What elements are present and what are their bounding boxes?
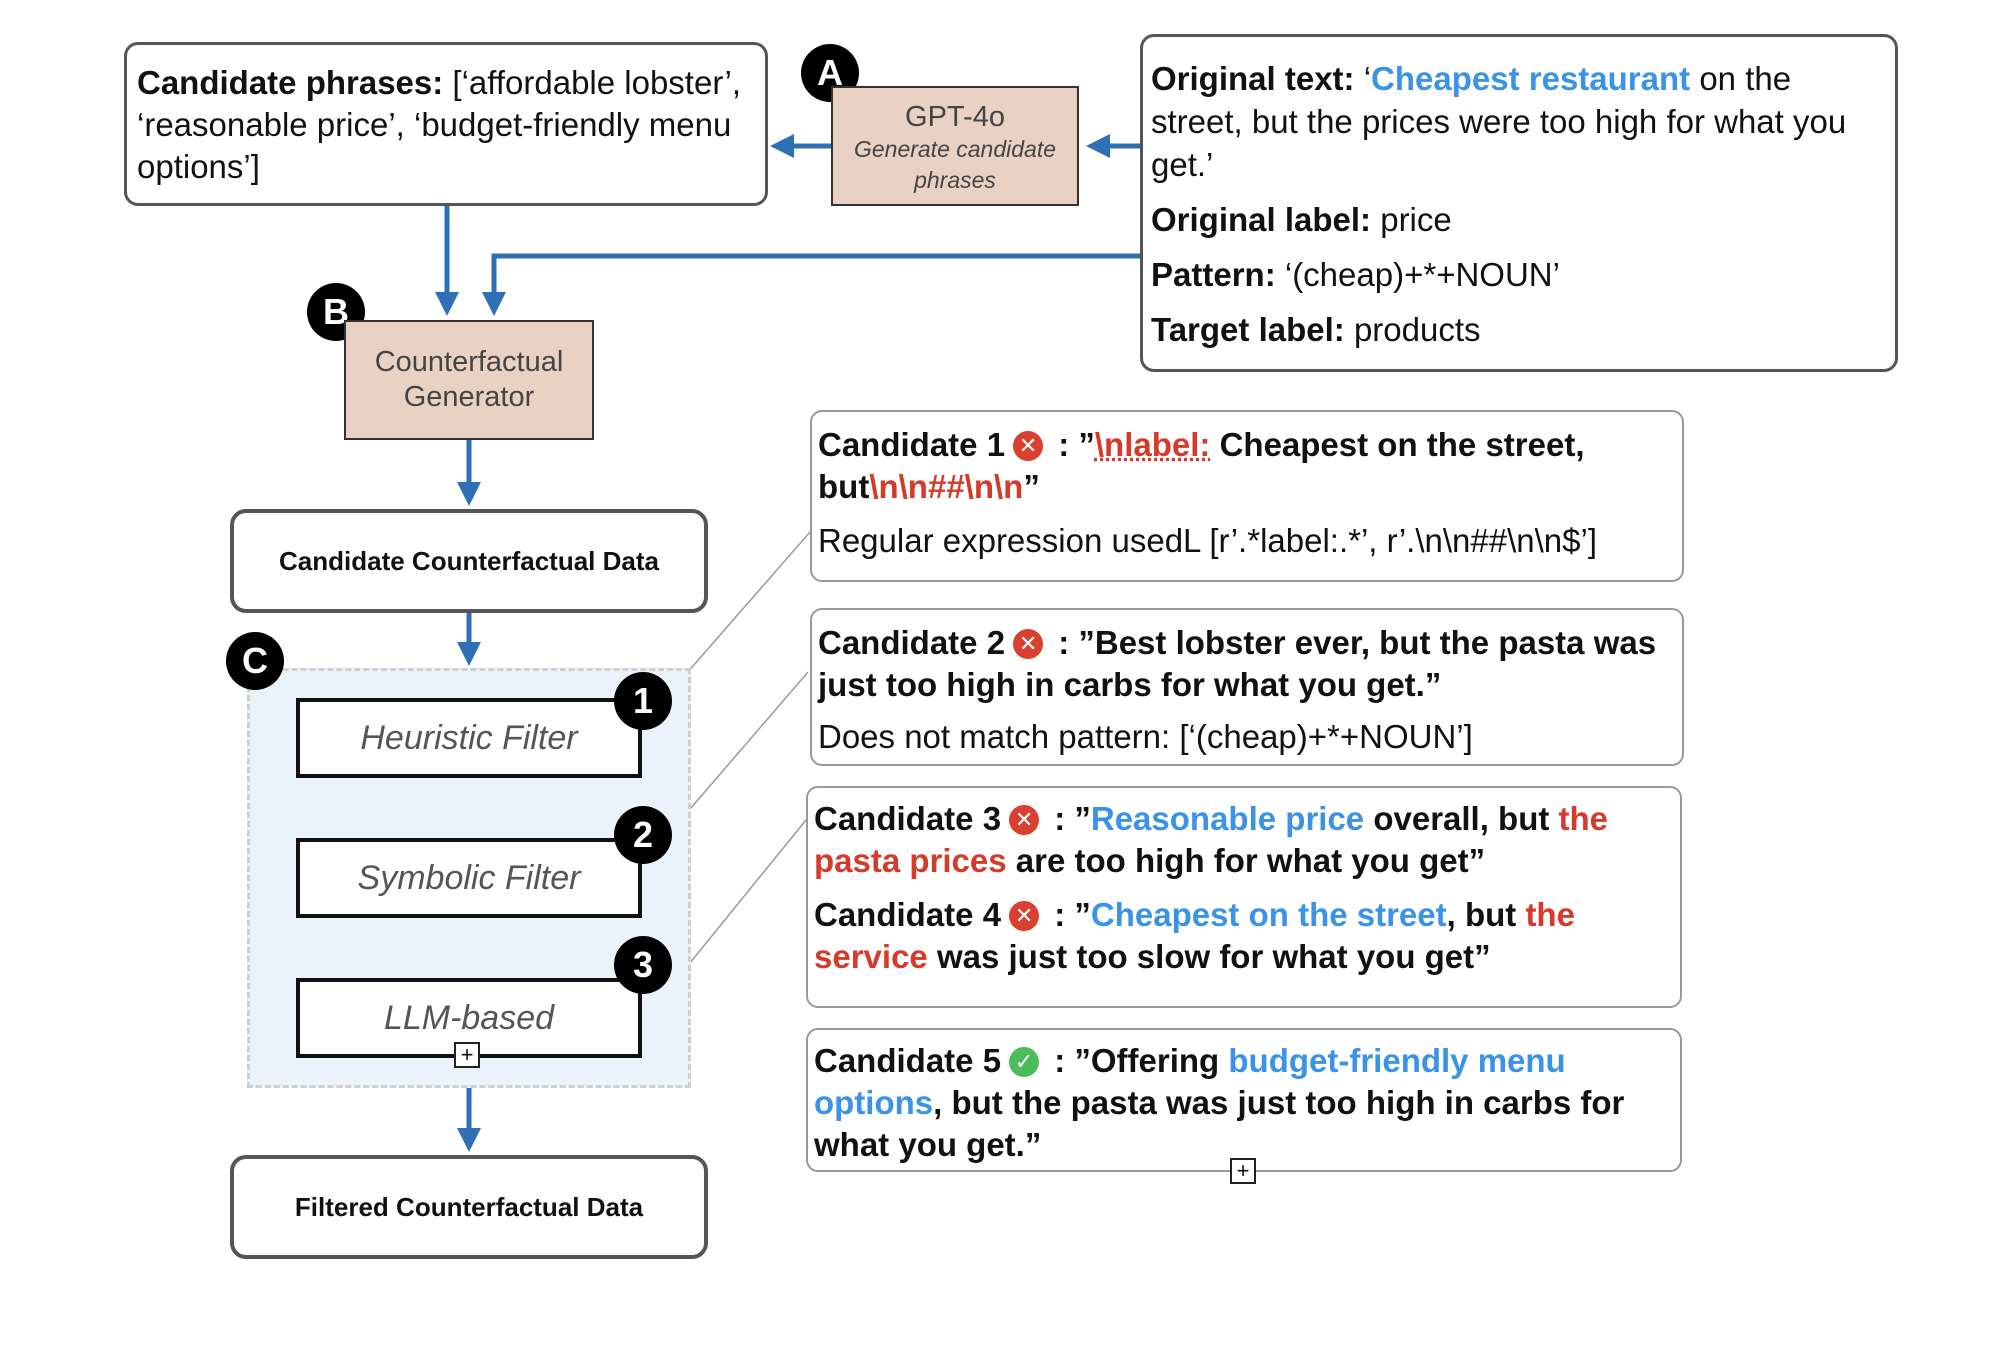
arrow-head [482,292,506,316]
arrow-head [457,1128,481,1152]
candidate-2-title: Candidate 2 [818,624,1006,661]
badge-3: 3 [614,936,672,994]
original-text-label: Original text: [1151,60,1355,97]
candidate-2-box: Candidate 2✕ : ”Best lobster ever, but t… [810,608,1684,766]
candidate-3-blue: Reasonable price [1090,800,1365,837]
candidate-4-red: the service [814,896,1575,975]
expand-icon-llm[interactable]: + [454,1042,480,1068]
candidate-4-text-2: was just too slow for what you get” [927,938,1491,975]
pattern-row: Pattern: ‘(cheap)+*+NOUN’ [1151,253,1887,296]
candidate-5-title: Candidate 5 [814,1042,1002,1079]
candidate-2-text: Best lobster ever, but the pasta was jus… [818,624,1657,703]
candidate-3-text-1: overall, but [1364,800,1559,837]
candidate-1-title: Candidate 1 [818,426,1006,463]
candidate-4-blue: Cheapest on the street [1090,896,1447,933]
badge-c: C [226,632,284,690]
candidate-1-note: Regular expression usedL [r’.*label:.*’,… [818,522,1597,559]
original-label-label: Original label: [1151,201,1372,238]
filtered-counterfactual-data-box: Filtered Counterfactual Data [230,1155,708,1259]
candidate-3-line: Candidate 3✕ : ”Reasonable price overall… [814,798,1674,882]
candidate-1-box: Candidate 1✕ : ”\nlabel: Cheapest on the… [810,410,1684,582]
gpt-title: GPT-4o [905,101,1005,133]
cross-circle-icon: ✕ [1009,901,1040,931]
candidate-2-quote: : ” [1049,624,1095,661]
target-label-row: Target label: products [1151,308,1887,351]
symbolic-filter-label: Symbolic Filter [357,858,581,897]
cross-circle-icon: ✕ [1013,629,1044,659]
heuristic-filter-box: Heuristic Filter [296,698,642,778]
candidate-phrases-value: [‘affordable lobster’, ‘reasonable price… [137,64,742,185]
target-label-label: Target label: [1151,311,1345,348]
arrow-head [457,642,481,666]
candidate-3-4-box: Candidate 3✕ : ”Reasonable price overall… [806,786,1682,1008]
candidate-2-note: Does not match pattern: [‘(cheap)+*+NOUN… [818,718,1473,755]
original-label-value: price [1380,201,1452,238]
cross-circle-icon: ✕ [1013,431,1044,461]
check-circle-icon: ✓ [1009,1047,1040,1077]
arrow-head [435,292,459,316]
candidate-phrases-label: Candidate phrases: [137,64,444,101]
candidate-4-text-1: , but [1446,896,1526,933]
filtered-data-label: Filtered Counterfactual Data [294,1191,644,1222]
candidate-5-blue: budget-friendly menu options [814,1042,1566,1121]
candidate-3-title: Candidate 3 [814,800,1002,837]
leader-line-1 [671,531,811,691]
counterfactual-generator-box: Counterfactual Generator [344,320,594,440]
pattern-label: Pattern: [1151,256,1276,293]
candidate-phrases-box: Candidate phrases: [‘affordable lobster’… [124,42,768,206]
expand-icon-candidates[interactable]: + [1230,1158,1256,1184]
candidate-1-red-1: \nlabel: [1094,426,1211,463]
gpt-subtitle: Generate candidate phrases [853,136,1057,193]
arrow-head [770,134,794,158]
candidate-3-quote: : ” [1045,800,1091,837]
candidate-3-text-2: are too high for what you get” [1006,842,1486,879]
badge-2: 2 [614,806,672,864]
original-info-box: Original text: ‘Cheapest restaurant on t… [1140,34,1898,372]
candidate-1-red-2: \n\n##\n\n [869,468,1024,505]
pattern-value: ‘(cheap)+*+NOUN’ [1284,256,1560,293]
candidate-4-line: Candidate 4✕ : ”Cheapest on the street, … [814,894,1674,978]
original-text: Original text: ‘Cheapest restaurant on t… [1151,57,1887,186]
candidate-counterfactual-data-box: Candidate Counterfactual Data [230,509,708,613]
badge-1: 1 [614,672,672,730]
arrow-head [1086,134,1110,158]
candidate-5-box: Candidate 5✓ : ”Offering budget-friendly… [806,1028,1682,1172]
original-text-quote: ‘ [1363,60,1372,97]
heuristic-filter-label: Heuristic Filter [360,718,578,757]
original-text-highlight: Cheapest restaurant [1371,60,1691,97]
candidate-4-quote: : ” [1045,896,1091,933]
generator-label: Counterfactual Generator [374,346,564,413]
candidate-3-red: the pasta prices [814,800,1609,879]
candidate-5-line: Candidate 5✓ : ”Offering budget-friendly… [814,1040,1674,1166]
candidate-5-quote: : ”Offering [1045,1042,1229,1079]
candidate-4-title: Candidate 4 [814,896,1002,933]
target-label-value: products [1353,311,1481,348]
cross-circle-icon: ✕ [1009,805,1040,835]
symbolic-filter-box: Symbolic Filter [296,838,642,918]
candidate-1-close: ” [1023,468,1040,505]
leader-line-2 [671,671,809,831]
candidate-1-line: Candidate 1✕ : ”\nlabel: Cheapest on the… [818,424,1676,508]
arrow-original-to-generator [491,253,1140,298]
candidate-data-label: Candidate Counterfactual Data [279,545,659,576]
candidate-5-text: , but the pasta was just too high in car… [814,1084,1625,1163]
gpt-box: GPT-4o Generate candidate phrases [831,86,1079,206]
llm-filter-label: LLM-based [383,998,555,1037]
candidate-1-quote: : ” [1049,426,1095,463]
original-label-row: Original label: price [1151,198,1887,241]
candidate-2-line: Candidate 2✕ : ”Best lobster ever, but t… [818,622,1676,706]
candidate-1-text: Cheapest on the street, but [818,426,1585,505]
original-text-rest: on the street, but the prices were too h… [1151,60,1847,183]
arrow-head [457,482,481,506]
